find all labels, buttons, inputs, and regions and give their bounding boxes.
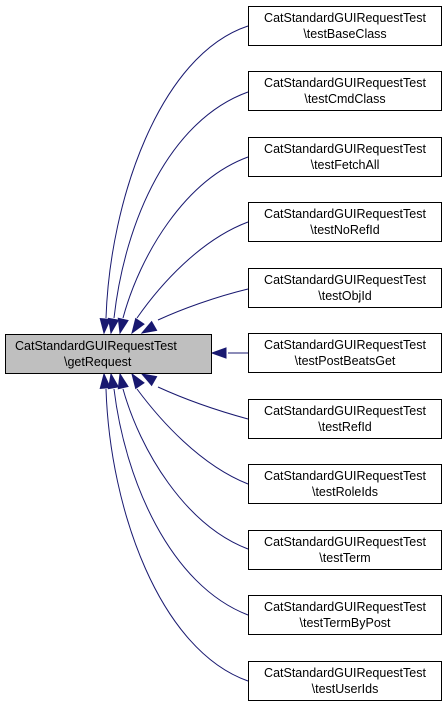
edge-test-fetch-all	[122, 156, 249, 319]
edge-test-base-class-arrowhead	[99, 318, 111, 335]
node-test-obj-id-class-label: CatStandardGUIRequestTest	[264, 273, 426, 287]
node-test-base-class-method-label: \testBaseClass	[303, 27, 387, 41]
edge-test-obj-id-arrowhead	[140, 320, 158, 334]
edge-test-term-arrowhead	[117, 372, 129, 390]
node-test-base-class[interactable]: CatStandardGUIRequestTest \testBaseClass	[248, 6, 442, 46]
edge-test-post-beats-get-arrowhead	[210, 347, 227, 359]
edge-test-term-by-post	[113, 388, 249, 616]
node-test-role-ids-method-label: \testRoleIds	[311, 485, 378, 499]
node-test-term-method-label: \testTerm	[319, 551, 371, 565]
edge-test-role-ids	[136, 388, 249, 485]
edge-test-cmd-class	[113, 91, 249, 319]
node-test-term-by-post-class-label: CatStandardGUIRequestTest	[264, 600, 426, 614]
node-test-base-class-class-label: CatStandardGUIRequestTest	[264, 11, 426, 25]
node-test-cmd-class[interactable]: CatStandardGUIRequestTest \testCmdClass	[248, 71, 442, 111]
node-test-ref-id-method-label: \testRefId	[318, 420, 372, 434]
node-test-term[interactable]: CatStandardGUIRequestTest \testTerm	[248, 530, 442, 570]
node-test-user-ids-method-label: \testUserIds	[311, 682, 379, 696]
node-get-request[interactable]: CatStandardGUIRequestTest \getRequest	[5, 334, 212, 374]
node-test-fetch-all[interactable]: CatStandardGUIRequestTest \testFetchAll	[248, 137, 442, 177]
node-test-obj-id[interactable]: CatStandardGUIRequestTest \testObjId	[248, 268, 442, 308]
edge-test-term	[122, 388, 249, 550]
node-test-role-ids[interactable]: CatStandardGUIRequestTest \testRoleIds	[248, 464, 442, 504]
node-test-post-beats-get-method-label: \testPostBeatsGet	[294, 354, 396, 368]
node-test-fetch-all-method-label: \testFetchAll	[310, 158, 380, 172]
edge-test-ref-id-arrowhead	[140, 373, 158, 387]
node-test-term-by-post[interactable]: CatStandardGUIRequestTest \testTermByPos…	[248, 595, 442, 635]
node-get-request-class-label: CatStandardGUIRequestTest	[15, 339, 177, 353]
node-test-no-ref-id-class-label: CatStandardGUIRequestTest	[264, 207, 426, 221]
node-test-user-ids-class-label: CatStandardGUIRequestTest	[264, 666, 426, 680]
node-test-ref-id-class-label: CatStandardGUIRequestTest	[264, 404, 426, 418]
edge-test-user-ids-arrowhead	[99, 372, 111, 389]
edge-test-term-by-post-arrowhead	[107, 372, 120, 390]
node-test-post-beats-get-class-label: CatStandardGUIRequestTest	[264, 338, 426, 352]
node-get-request-method-label: \getRequest	[64, 355, 132, 369]
edge-test-user-ids	[105, 388, 249, 682]
edge-test-obj-id	[157, 288, 249, 321]
edge-test-fetch-all-arrowhead	[117, 317, 129, 335]
node-test-no-ref-id-method-label: \testNoRefId	[310, 223, 380, 237]
edge-test-cmd-class-arrowhead	[107, 317, 120, 335]
node-test-role-ids-class-label: CatStandardGUIRequestTest	[264, 469, 426, 483]
node-test-term-class-label: CatStandardGUIRequestTest	[264, 535, 426, 549]
edge-test-ref-id	[157, 386, 249, 420]
node-test-no-ref-id[interactable]: CatStandardGUIRequestTest \testNoRefId	[248, 202, 442, 242]
node-test-term-by-post-method-label: \testTermByPost	[299, 616, 391, 630]
edge-test-base-class	[105, 25, 249, 319]
node-test-cmd-class-class-label: CatStandardGUIRequestTest	[264, 76, 426, 90]
edge-test-no-ref-id	[136, 221, 249, 319]
node-test-fetch-all-class-label: CatStandardGUIRequestTest	[264, 142, 426, 156]
node-test-user-ids[interactable]: CatStandardGUIRequestTest \testUserIds	[248, 661, 442, 701]
node-test-obj-id-method-label: \testObjId	[318, 289, 372, 303]
node-test-cmd-class-method-label: \testCmdClass	[304, 92, 386, 106]
edge-test-no-ref-id-arrowhead	[131, 317, 145, 335]
node-test-post-beats-get[interactable]: CatStandardGUIRequestTest \testPostBeats…	[248, 333, 442, 373]
edge-test-role-ids-arrowhead	[131, 372, 145, 390]
node-test-ref-id[interactable]: CatStandardGUIRequestTest \testRefId	[248, 399, 442, 439]
